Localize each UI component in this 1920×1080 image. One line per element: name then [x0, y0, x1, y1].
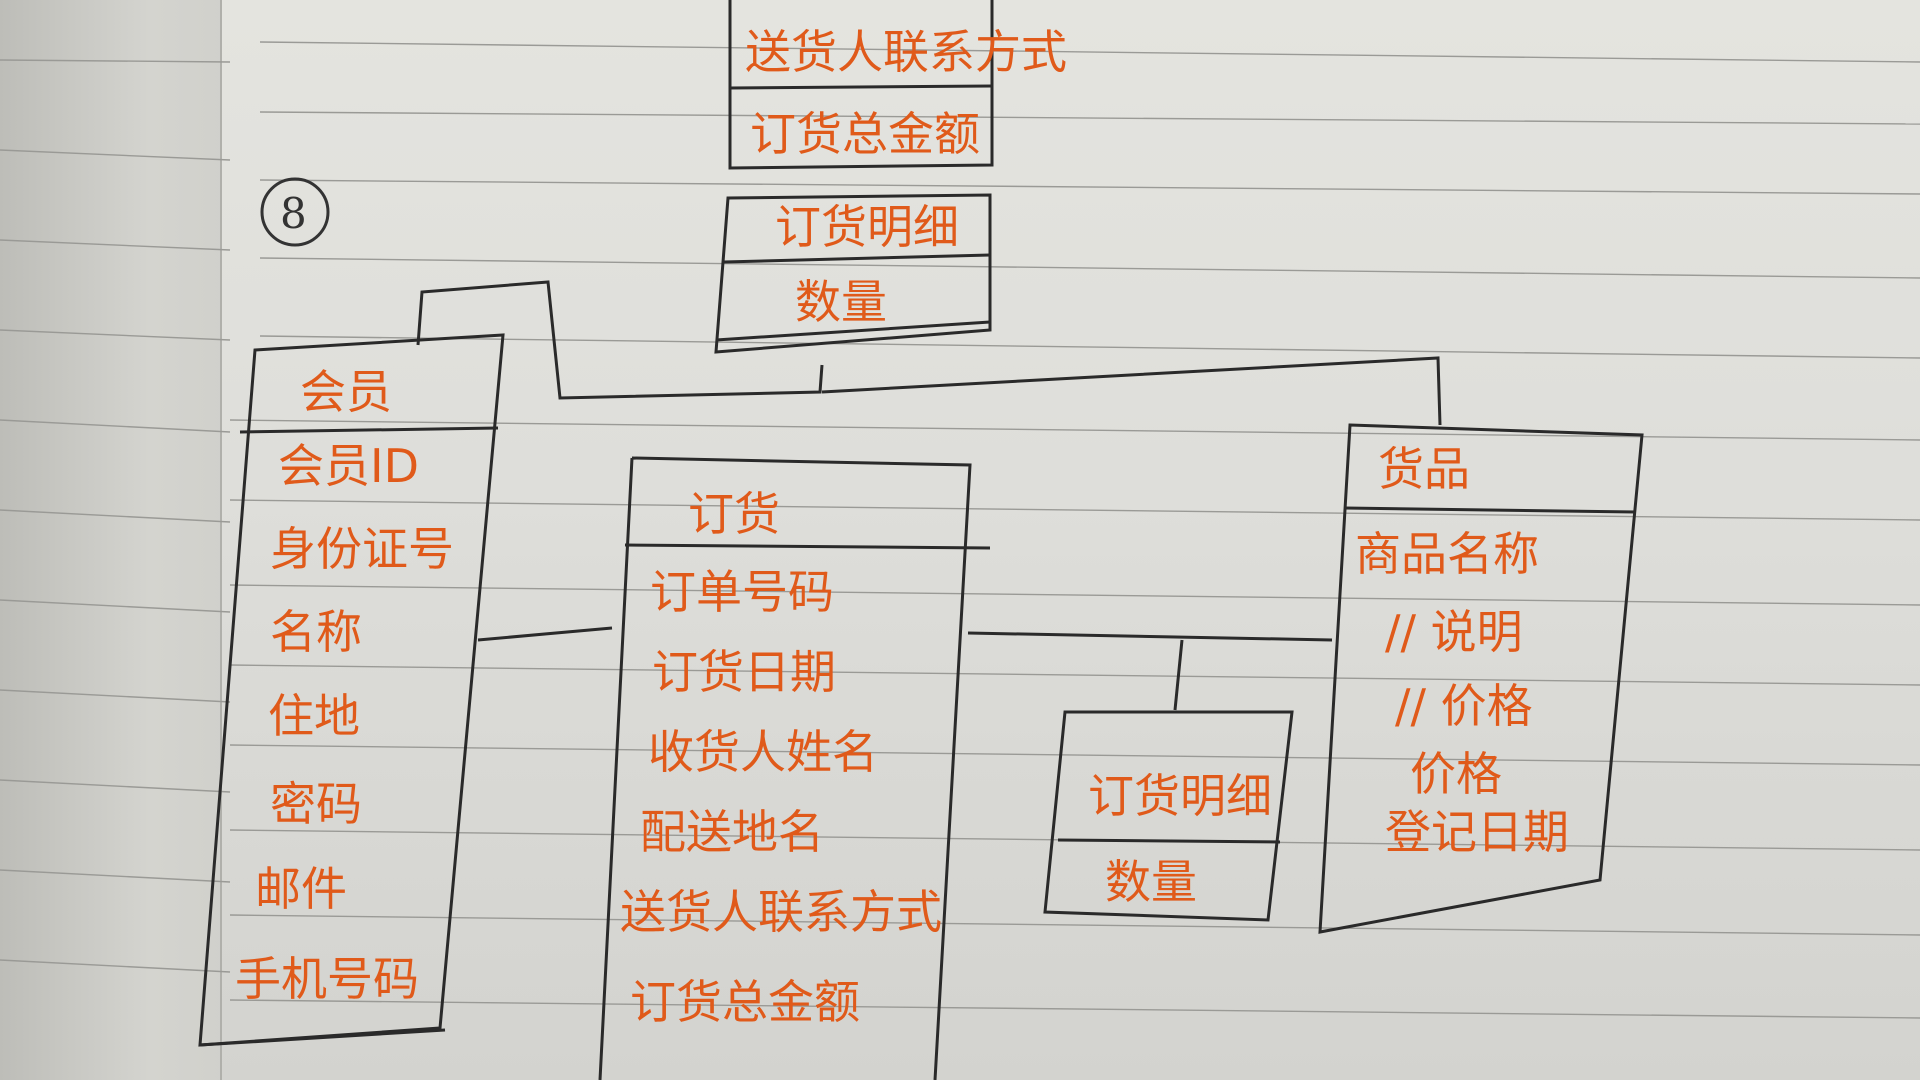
- goods-attr-name: 商品名称: [1355, 527, 1539, 581]
- order-detail-title: 订货明细: [1088, 769, 1272, 823]
- member-attr-password: 密码: [270, 777, 362, 831]
- notebook-left-page: [0, 0, 250, 1080]
- member-order-connector: [477, 626, 613, 642]
- goods-attr-note-desc: // 说明: [1385, 605, 1523, 659]
- order-attr-delivery-place: 配送地名: [640, 805, 824, 859]
- top-order-detail-box: 订货明细 数量: [714, 193, 992, 354]
- member-attr-phone: 手机号码: [235, 952, 419, 1006]
- order-entity-box: 订货 订单号码 订货日期 收货人姓名 配送地名 送货人联系方式 订货总金额: [598, 456, 991, 1080]
- goods-attr-note-price: // 价格: [1395, 679, 1533, 733]
- order-title: 订货: [688, 487, 780, 541]
- top-order-detail-title: 订货明细: [775, 200, 959, 254]
- top-order-detail-attr-qty: 数量: [795, 275, 887, 329]
- section-number-badge: 8: [260, 177, 330, 247]
- order-detail-connector: [1173, 639, 1184, 711]
- member-attr-id: 会员ID: [278, 439, 419, 493]
- relationship-connectors: [416, 280, 1442, 711]
- order-attr-total: 订货总金额: [630, 975, 860, 1029]
- order-attr-contact: 送货人联系方式: [620, 885, 942, 939]
- order-attr-number: 订单号码: [650, 565, 834, 619]
- top-entity-box: 送货人联系方式 订货总金额: [728, 0, 1067, 170]
- goods-title: 货品: [1378, 442, 1470, 496]
- section-number: 8: [280, 189, 307, 238]
- member-entity-box: 会员 会员ID 身份证号 名称 住地 密码 邮件 手机号码: [198, 333, 505, 1047]
- order-goods-connector: [967, 631, 1333, 642]
- member-to-top-detail-connector: [416, 280, 824, 400]
- goods-entity-box: 货品 商品名称 // 说明 // 价格 价格 登记日期: [1318, 423, 1644, 934]
- member-attr-email: 邮件: [255, 862, 347, 916]
- top-detail-to-goods-connector: [821, 356, 1442, 426]
- order-detail-attr-qty: 数量: [1105, 855, 1197, 909]
- order-attr-receiver: 收货人姓名: [648, 725, 878, 779]
- top-entity-attr-total: 订货总金额: [750, 107, 980, 161]
- order-attr-date: 订货日期: [652, 645, 836, 699]
- order-detail-box: 订货明细 数量: [1043, 710, 1294, 922]
- member-attr-address: 住地: [268, 689, 360, 743]
- ruled-lines: [0, 41, 1920, 1019]
- member-attr-name: 名称: [270, 605, 362, 659]
- top-entity-attr-contact: 送货人联系方式: [745, 25, 1067, 79]
- goods-attr-price: 价格: [1410, 747, 1502, 801]
- notebook-right-page: [220, 0, 1920, 1080]
- member-attr-idcard: 身份证号: [270, 522, 454, 576]
- goods-attr-reg-date: 登记日期: [1385, 805, 1569, 859]
- member-title: 会员: [300, 365, 392, 419]
